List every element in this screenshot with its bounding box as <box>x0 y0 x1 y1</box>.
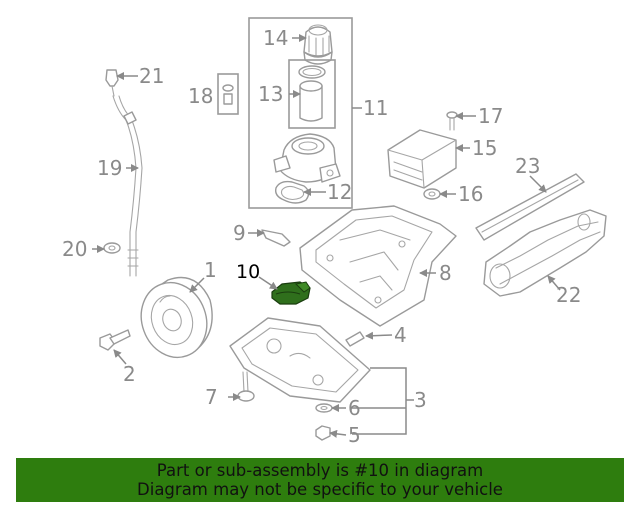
part-10-oil-pump-highlighted[interactable] <box>271 281 311 305</box>
oil-filter-housing-box <box>248 17 362 209</box>
callout-labels: 14 13 11 12 18 21 19 20 1 2 9 10 8 4 3 7… <box>62 26 581 447</box>
label-11: 11 <box>363 96 388 120</box>
label-21: 21 <box>139 64 164 88</box>
banner-line-2: Diagram may not be specific to your vehi… <box>137 480 503 499</box>
part-19-dipstick-tube[interactable] <box>112 95 143 277</box>
label-2: 2 <box>123 362 136 386</box>
part-13-filter-element[interactable] <box>288 59 336 129</box>
part-4-pin[interactable] <box>345 331 365 347</box>
label-8: 8 <box>439 261 452 285</box>
label-19: 19 <box>97 156 122 180</box>
part-22-manifold[interactable] <box>483 209 607 297</box>
label-14: 14 <box>263 26 288 50</box>
label-15: 15 <box>472 136 497 160</box>
label-10-highlighted: 10 <box>236 261 260 283</box>
part-7-drain-bolt[interactable] <box>237 371 255 402</box>
label-6: 6 <box>348 396 361 420</box>
label-16: 16 <box>458 182 483 206</box>
part-3-lower-oil-pan[interactable] <box>229 317 371 403</box>
label-23: 23 <box>515 154 540 178</box>
part-15-oil-cooler[interactable] <box>387 129 457 189</box>
info-banner: Part or sub-assembly is #10 in diagram D… <box>16 458 624 502</box>
part-9-bracket[interactable] <box>261 229 291 247</box>
label-20: 20 <box>62 237 87 261</box>
label-13: 13 <box>258 82 283 106</box>
part-16-washer[interactable] <box>423 188 441 200</box>
part-21-sensor[interactable] <box>105 69 119 97</box>
part-6-washer[interactable] <box>315 403 333 413</box>
part-2-bolt[interactable] <box>99 329 131 351</box>
banner-line-1: Part or sub-assembly is #10 in diagram <box>156 461 484 480</box>
label-7: 7 <box>205 385 218 409</box>
label-4: 4 <box>394 323 407 347</box>
label-1: 1 <box>204 258 217 282</box>
label-3: 3 <box>414 388 427 412</box>
label-17: 17 <box>478 104 503 128</box>
label-5: 5 <box>348 423 361 447</box>
part-5-drain-plug[interactable] <box>315 425 331 441</box>
part-14-filter-cap[interactable] <box>303 24 333 65</box>
part-8-upper-oil-pan[interactable] <box>299 205 457 327</box>
filter-housing-body[interactable] <box>273 133 341 183</box>
label-18: 18 <box>188 84 213 108</box>
label-12: 12 <box>327 180 352 204</box>
part-18-plug[interactable] <box>217 73 239 115</box>
part-12-gasket[interactable] <box>274 180 310 204</box>
leader-lines <box>92 34 561 438</box>
label-9: 9 <box>233 221 246 245</box>
part-17-bolt[interactable] <box>446 111 458 131</box>
part-1-pulley[interactable] <box>131 273 217 366</box>
part-20-washer[interactable] <box>103 242 121 254</box>
label-22: 22 <box>556 283 581 307</box>
